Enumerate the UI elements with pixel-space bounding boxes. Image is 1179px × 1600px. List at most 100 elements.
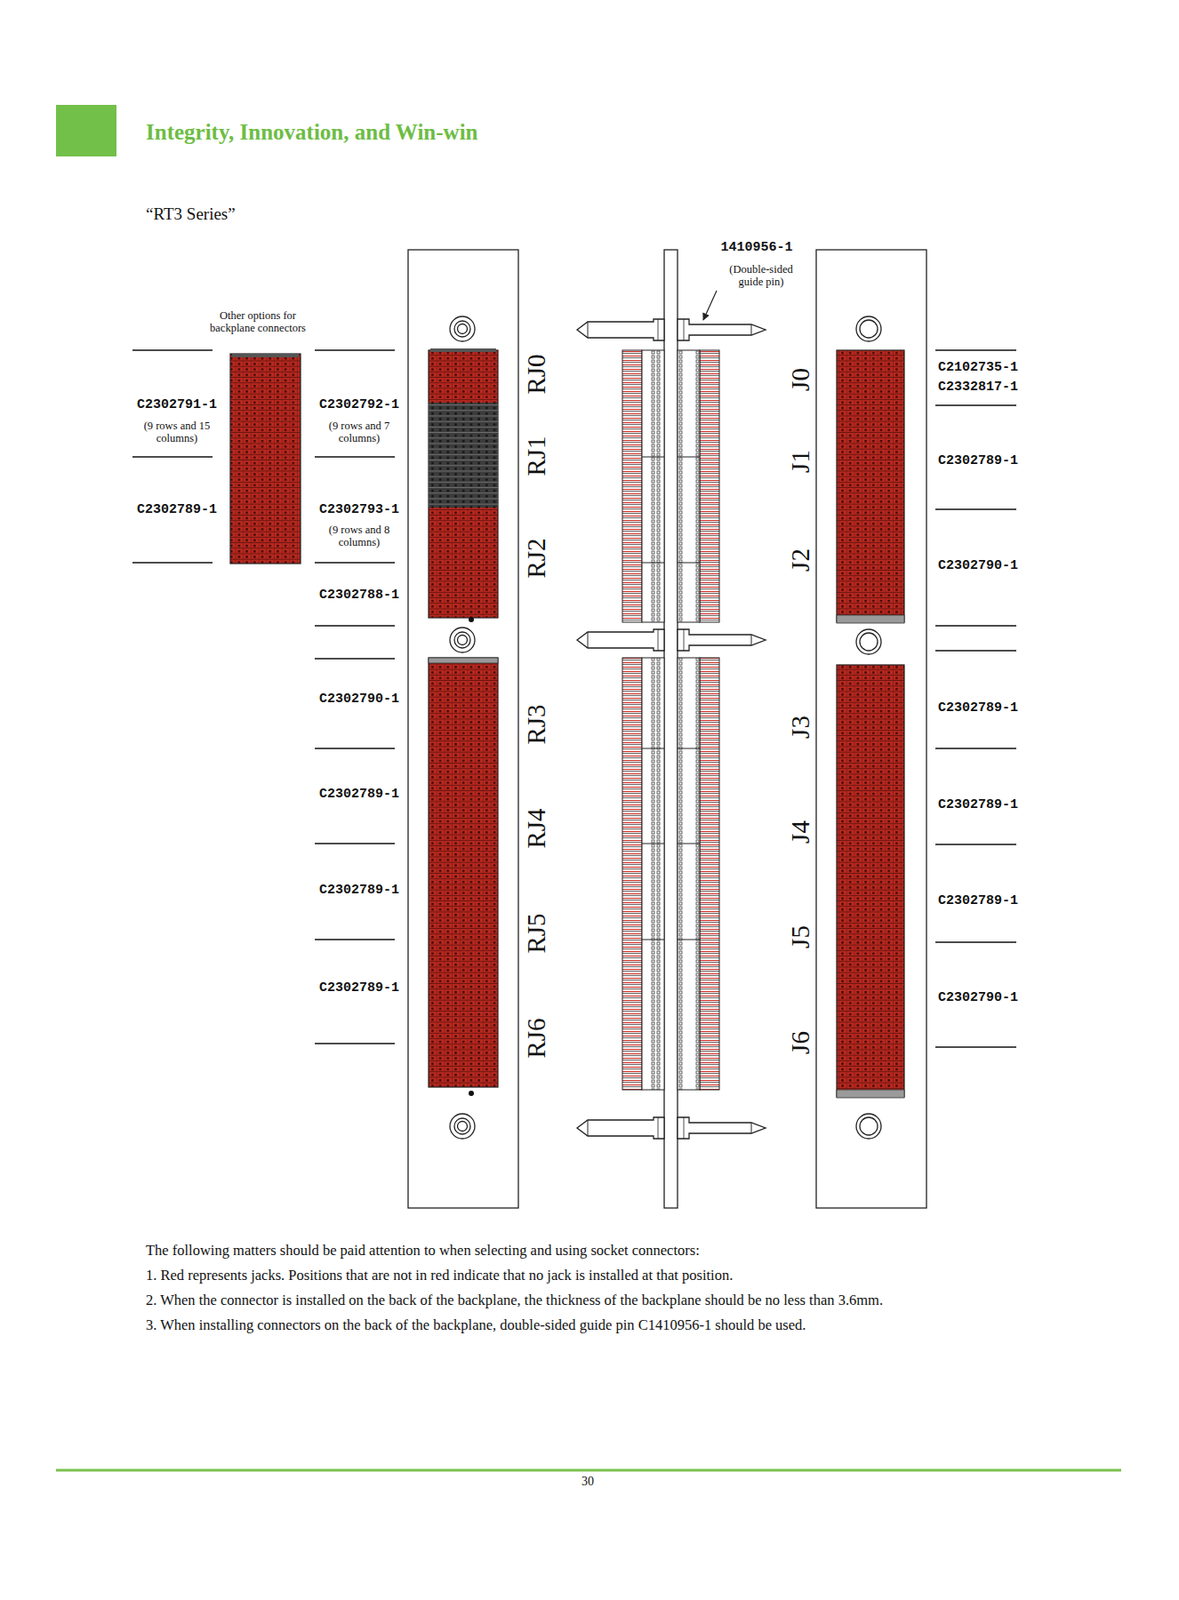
leader-line	[935, 747, 1017, 749]
screw-holes	[856, 316, 882, 1139]
divider	[641, 748, 665, 750]
divider	[641, 562, 665, 564]
leader-line	[314, 349, 395, 351]
screw-hole	[859, 1117, 878, 1136]
part-size: (9 rows and 15 columns)	[136, 419, 217, 445]
connector-tab	[232, 353, 299, 358]
screw-hole	[856, 629, 882, 655]
slot-name: J0	[786, 368, 815, 392]
part-number: C2102735-1	[938, 360, 1019, 377]
guide-pin	[577, 1117, 665, 1139]
part-number: C2302789-1	[319, 787, 400, 803]
leader-line	[314, 657, 395, 659]
slot-name: RJ3	[521, 704, 551, 745]
leader-line	[935, 349, 1017, 351]
part-number: C2302790-1	[938, 991, 1019, 1007]
part-caption: (Double-sided guide pin)	[723, 263, 800, 289]
leader-line	[935, 649, 1017, 651]
part-number: C2302792-1	[319, 398, 400, 414]
leader-line	[314, 1042, 395, 1044]
page-title: Integrity, Innovation, and Win-win	[145, 120, 479, 145]
screw-hole	[454, 1118, 471, 1135]
slot-name: J3	[786, 715, 815, 739]
part-number: C2302789-1	[319, 883, 400, 899]
slot-name: RJ2	[521, 537, 551, 578]
jack-connector	[836, 350, 905, 623]
divider	[677, 939, 700, 941]
contact-teeth	[699, 657, 720, 1091]
callout-arrow	[703, 290, 717, 321]
leader-line	[132, 349, 213, 351]
guide-pin	[577, 629, 665, 651]
divider	[677, 748, 700, 750]
leader-line	[132, 561, 213, 563]
screw-hole	[457, 324, 468, 335]
divider	[677, 843, 700, 845]
connector-tab	[428, 657, 498, 664]
screw-holes	[449, 316, 475, 1139]
part-number: C2302789-1	[136, 503, 217, 519]
contact-teeth	[699, 350, 720, 623]
screw-hole	[856, 1114, 882, 1139]
connector-housing	[677, 350, 700, 623]
jack-connector	[428, 657, 498, 1088]
board-side	[664, 249, 678, 1209]
part-size: (9 rows and 8 columns)	[319, 523, 400, 549]
note-text: The following matters should be paid att…	[145, 1243, 700, 1260]
marker-dot	[468, 1090, 474, 1097]
connector-housing	[677, 657, 700, 1091]
screw-hole	[449, 627, 475, 653]
screw-hole	[449, 1114, 475, 1139]
leader-line	[314, 747, 395, 749]
divider	[677, 562, 700, 564]
part-number: C2332817-1	[938, 380, 1019, 396]
slot-name: J2	[786, 548, 815, 572]
connector-tab	[836, 615, 905, 624]
jack-connector	[428, 350, 498, 618]
part-number: C2302788-1	[319, 588, 400, 604]
empty-connector	[428, 402, 498, 508]
screw-hole	[454, 632, 471, 649]
guide-pin	[677, 1117, 766, 1139]
option-caption: Other options for backplane connectors	[202, 309, 314, 335]
contact-teeth	[622, 657, 642, 1091]
leader-line	[935, 625, 1017, 626]
connector-housing	[641, 350, 665, 623]
press-fit-connectors	[622, 350, 720, 1091]
leader-lines	[132, 350, 213, 563]
jack-connector	[836, 665, 905, 1098]
part-number: C2302791-1	[136, 398, 217, 414]
screw-hole	[859, 320, 878, 338]
leader-line	[314, 842, 395, 844]
leader-line	[935, 508, 1017, 510]
slot-name: J6	[786, 1031, 815, 1055]
part-number: C2302790-1	[938, 559, 1019, 575]
slot-name: RJ0	[521, 353, 551, 394]
connector-tab	[836, 1090, 905, 1099]
slot-name: RJ5	[521, 913, 551, 954]
footer-rule	[56, 1469, 1122, 1473]
part-number: C2302790-1	[319, 692, 400, 708]
page-number: 30	[581, 1475, 594, 1490]
note-text: 1. Red represents jacks. Positions that …	[145, 1267, 733, 1284]
slot-name: RJ4	[521, 808, 551, 849]
part-number: C2302789-1	[938, 798, 1019, 814]
connector-tab	[430, 348, 497, 353]
leader-line	[935, 843, 1017, 845]
slot-name: RJ1	[521, 435, 551, 476]
screw-hole	[454, 320, 471, 337]
contact-teeth	[622, 350, 642, 623]
board-back	[816, 249, 927, 1209]
divider	[641, 939, 665, 941]
board-front	[408, 249, 519, 1209]
screw-hole	[856, 316, 882, 342]
screw-hole	[859, 633, 878, 651]
part-number: C2302789-1	[938, 701, 1019, 717]
slot-name: J4	[786, 820, 815, 844]
divider	[641, 843, 665, 845]
guide-pin	[677, 629, 766, 651]
screw-hole	[457, 635, 468, 646]
slot-name: J1	[786, 449, 815, 474]
screw-hole	[457, 1122, 468, 1132]
